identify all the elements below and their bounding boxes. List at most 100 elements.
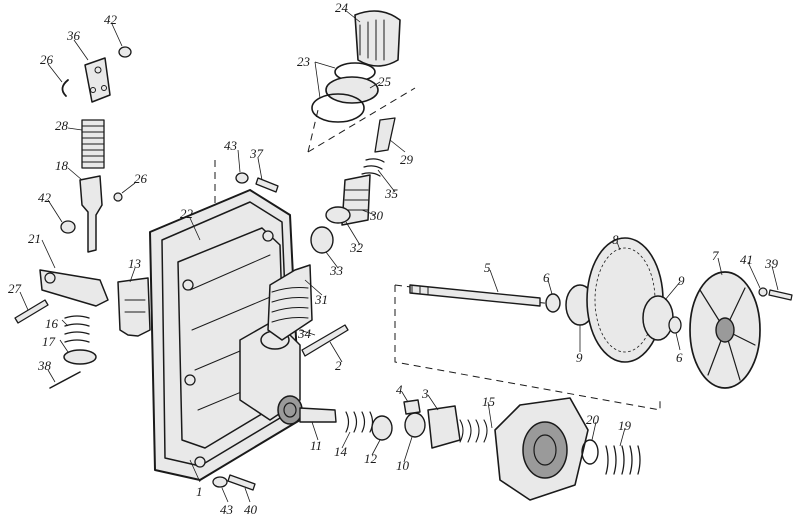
label-38: 38 [37,358,52,373]
housing-hatching [189,254,283,411]
plate-9-right [642,295,674,341]
label-26-top: 26 [40,52,54,67]
lever-18 [79,175,103,253]
label-33: 33 [329,263,344,278]
label-23: 23 [297,54,311,69]
fitting-11 [299,407,337,423]
spring-16 [64,315,90,343]
housing-assembly [149,189,303,481]
spring-35 [361,158,385,177]
label-6-right: 6 [676,350,683,365]
guide-line-drive [394,285,661,411]
bushing-33 [310,226,334,254]
arm-21 [39,269,109,307]
shaft-5 [409,284,541,307]
flange-bore-inner [533,434,557,466]
label-15: 15 [482,394,496,409]
label-37: 37 [249,146,264,161]
seal-ring-25 [325,76,379,104]
washer-43-bottom [212,476,228,488]
label-24: 24 [335,0,349,15]
bolt-40 [227,474,256,491]
spring-housing-coils [271,286,309,323]
spring-19 [605,445,641,475]
pin-2 [301,324,349,357]
washer-43-top [235,172,249,184]
label-16: 16 [45,316,59,331]
label-18: 18 [55,158,69,173]
label-9-right: 9 [678,273,685,288]
label-19: 19 [618,418,632,433]
part-4 [403,399,421,415]
valve-stack [267,10,401,357]
thread-shaft [459,419,488,443]
label-10: 10 [396,458,410,473]
nut-3 [427,405,461,449]
label-40: 40 [244,502,258,517]
label-8: 8 [612,232,619,247]
flange-bore [522,421,568,479]
housing-bolt-hole [182,279,194,291]
housing-port-bore [283,402,297,418]
clip-26-mid [113,192,123,202]
valve-body-threads [344,189,369,211]
label-22: 22 [180,206,194,221]
label-34: 34 [297,326,312,341]
bracket-hole [94,66,102,74]
bracket-hole [101,85,107,91]
label-13: 13 [128,256,142,271]
label-2: 2 [335,358,342,373]
label-42-top: 42 [104,12,118,27]
nut-12 [371,415,393,441]
label-30: 30 [369,208,384,223]
spring-14 [345,411,374,433]
ring-10 [404,412,426,438]
seal-ring-lower [311,93,365,123]
bracket-36 [84,57,111,103]
label-42-mid: 42 [38,190,52,205]
fork-detail [124,299,146,313]
pin-27 [14,299,49,324]
cover-ribs [699,287,756,381]
label-41: 41 [740,252,753,267]
screw-29 [374,117,396,153]
arm-eye [44,272,56,284]
label-28: 28 [55,118,69,133]
label-17: 17 [42,334,56,349]
bolt-37 [255,177,279,193]
housing-bolt-hole [194,456,206,468]
washer-41 [758,287,768,297]
label-1: 1 [196,484,203,499]
cotter-pin-38 [49,371,81,389]
label-20: 20 [586,412,600,427]
left-linkage-parts [14,46,151,389]
ring-20 [581,439,599,465]
ring-17 [63,349,97,365]
label-4: 4 [396,382,403,397]
cover-hub [715,317,735,343]
drive-assembly [299,397,641,501]
part-labels: 42 36 26 28 18 26 42 2 1 13 27 16 17 38 2… [8,0,779,517]
label-43-top: 43 [224,138,238,153]
label-26-mid: 26 [134,171,148,186]
clip-26-top [61,79,69,97]
guide-line-valve-top [307,87,416,153]
label-32: 32 [349,240,364,255]
label-12: 12 [364,451,378,466]
shaft-threads [411,284,429,296]
leader-lines [19,9,779,503]
diaphragm-assembly [409,237,793,389]
label-27: 27 [8,281,22,296]
label-25: 25 [378,74,392,89]
label-14: 14 [334,444,348,459]
spring-housing-31 [267,264,313,341]
label-35: 35 [384,186,399,201]
fork-13 [117,277,151,337]
nut-32 [325,206,351,224]
label-36: 36 [66,28,81,43]
label-9-left: 9 [576,350,583,365]
housing-bolt-hole [262,230,274,242]
washer-42-top [118,46,132,58]
